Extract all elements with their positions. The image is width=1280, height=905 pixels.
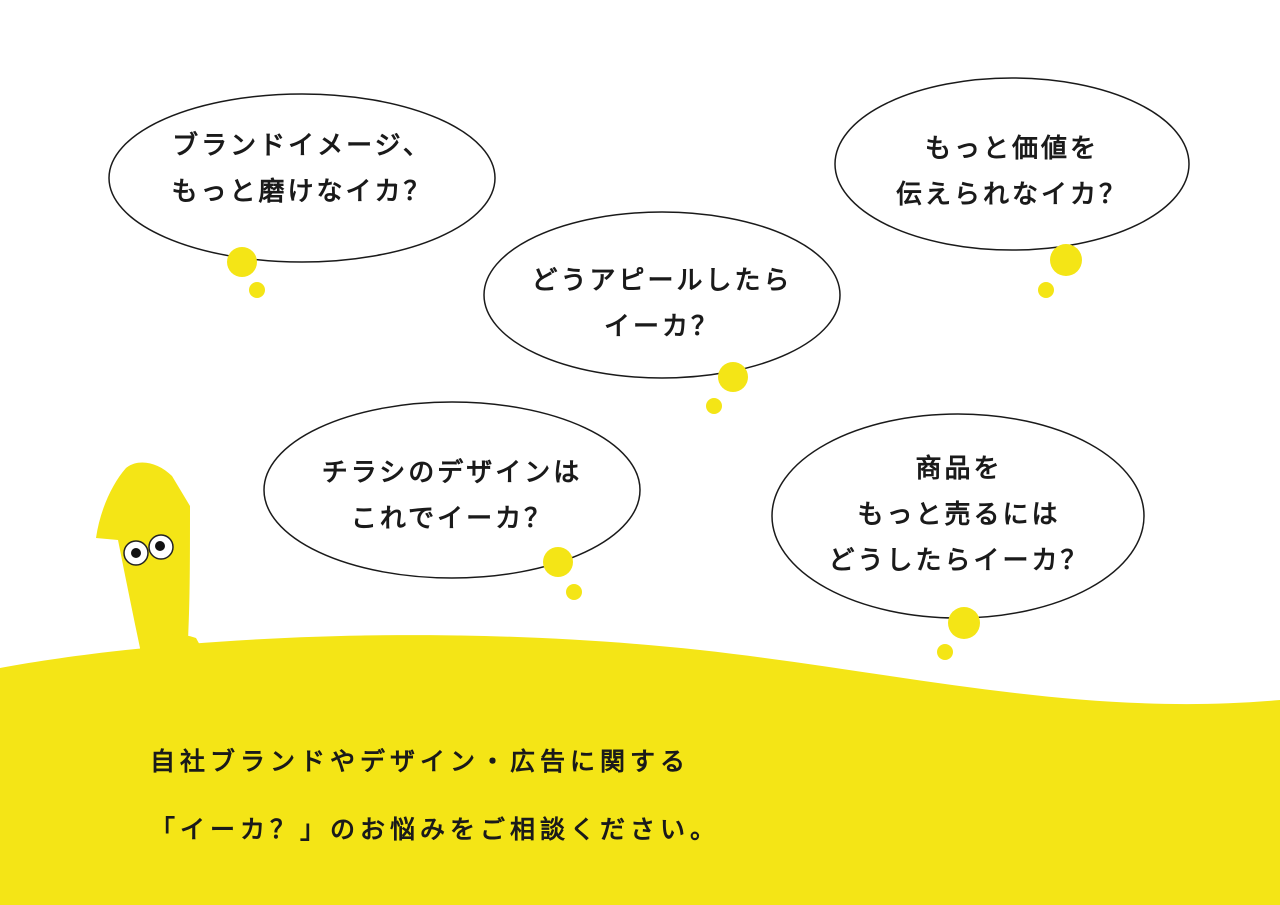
bubble-text-appeal: どうアピールしたら イーカ？ [531,266,793,342]
bubble-text-flyer: チラシのデザインは これでイーカ？ [321,458,583,534]
message-line-1: 自社ブランドやデザイン・広告に関する [150,747,691,776]
consultation-message: 自社ブランドやデザイン・広告に関する 「イーカ？」のお悩みをご相談ください。 [150,728,720,864]
yellow-wave-background [0,635,1280,905]
thought-bubble-sales [771,413,1145,660]
thought-bubble-value [834,77,1190,298]
bubble-text-sales: 商品を もっと売るには どうしたらイーカ？ [828,454,1090,576]
bubble-text-brand-image: ブランドイメージ、 もっと磨けなイカ？ [171,131,433,207]
thought-bubble-brand-image [108,93,496,298]
thought-bubble-flyer [263,401,641,600]
bubble-text-value: もっと価値を 伝えられなイカ？ [895,134,1128,210]
message-line-2: 「イーカ？」のお悩みをご相談ください。 [150,815,721,844]
squid-icon [96,462,206,664]
thought-bubble-appeal [483,211,841,414]
